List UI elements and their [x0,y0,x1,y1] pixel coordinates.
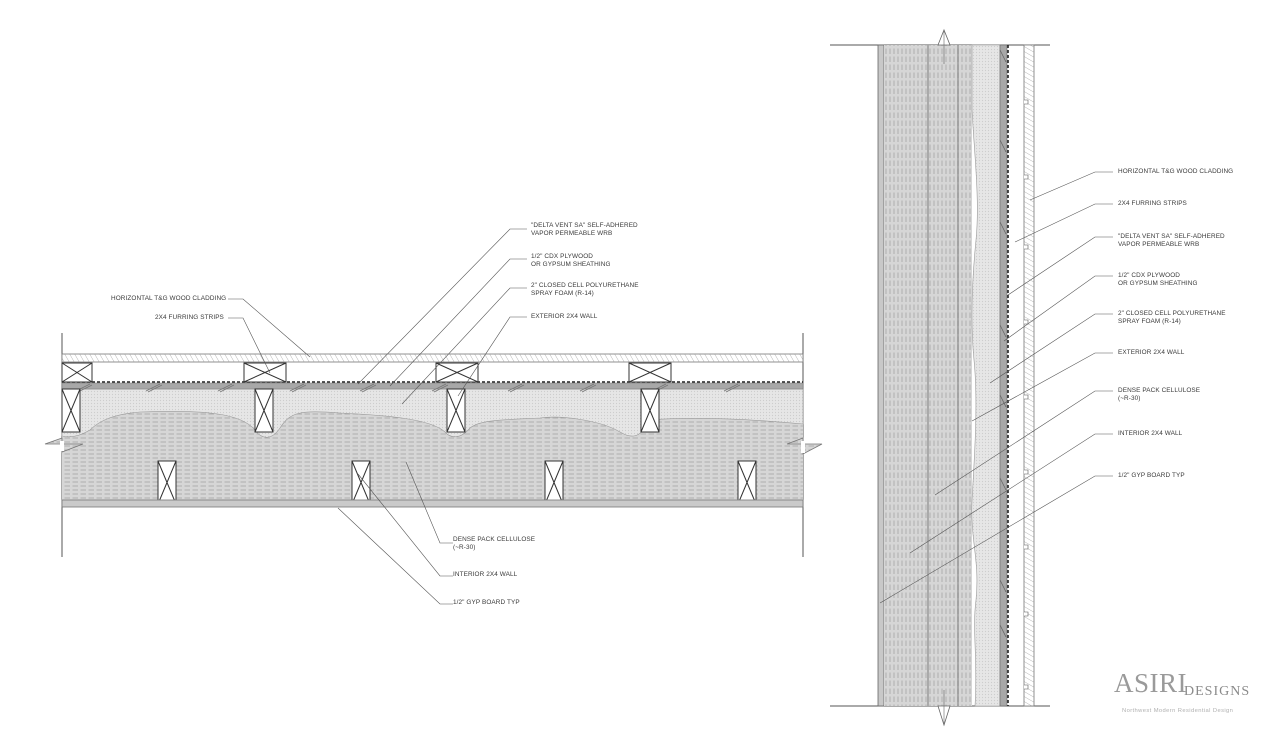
section-label-cladding: HORIZONTAL T&G WOOD CLADDING [1118,168,1234,175]
section-sheathing [999,44,1008,707]
brand-tagline: Northwest Modern Residential Design [1122,708,1234,714]
plan-label-interior-wall: INTERIOR 2X4 WALL [453,571,518,578]
section-label-furring: 2X4 FURRING STRIPS [1118,200,1187,207]
plan-interior-studs [157,460,757,505]
plan-cladding [61,353,804,363]
section-label-exterior-wall: EXTERIOR 2X4 WALL [1118,349,1185,356]
plan-furring-strips [61,362,672,383]
section-spray-foam [971,44,1001,707]
section-gyp-board [877,44,885,707]
plan-label-exterior-wall: EXTERIOR 2X4 WALL [531,313,598,320]
section-label-interior-wall: INTERIOR 2X4 WALL [1118,430,1183,437]
section-cladding-joints [1024,99,1029,690]
section-label-cellulose: DENSE PACK CELLULOSE(~R-30) [1118,387,1201,402]
plan-sheathing [61,382,804,390]
plan-gyp-board [61,499,804,508]
plan-label-furring: 2X4 FURRING STRIPS [155,314,224,321]
plan-label-gyp: 1/2" GYP BOARD TYP [453,599,520,606]
plan-leaders [228,228,527,605]
section-fasteners [999,49,1007,638]
brand-suffix: DESIGNS [1184,684,1251,699]
section-cladding [1023,44,1035,707]
plan-spray-foam [61,388,804,438]
section-label-gyp: 1/2" GYP BOARD TYP [1118,472,1185,479]
plan-detail [44,228,823,605]
section-leaders [879,171,1113,604]
plan-fasteners [75,383,741,393]
plan-label-cladding: HORIZONTAL T&G WOOD CLADDING [111,295,227,302]
brand-logo: ASIRI DESIGNS Northwest Modern Residenti… [1114,668,1264,718]
section-detail [830,28,1113,727]
brand-name: ASIRI [1114,668,1188,698]
plan-label-cellulose: DENSE PACK CELLULOSE(~R-30) [453,536,536,551]
plan-exterior-studs [61,388,660,433]
